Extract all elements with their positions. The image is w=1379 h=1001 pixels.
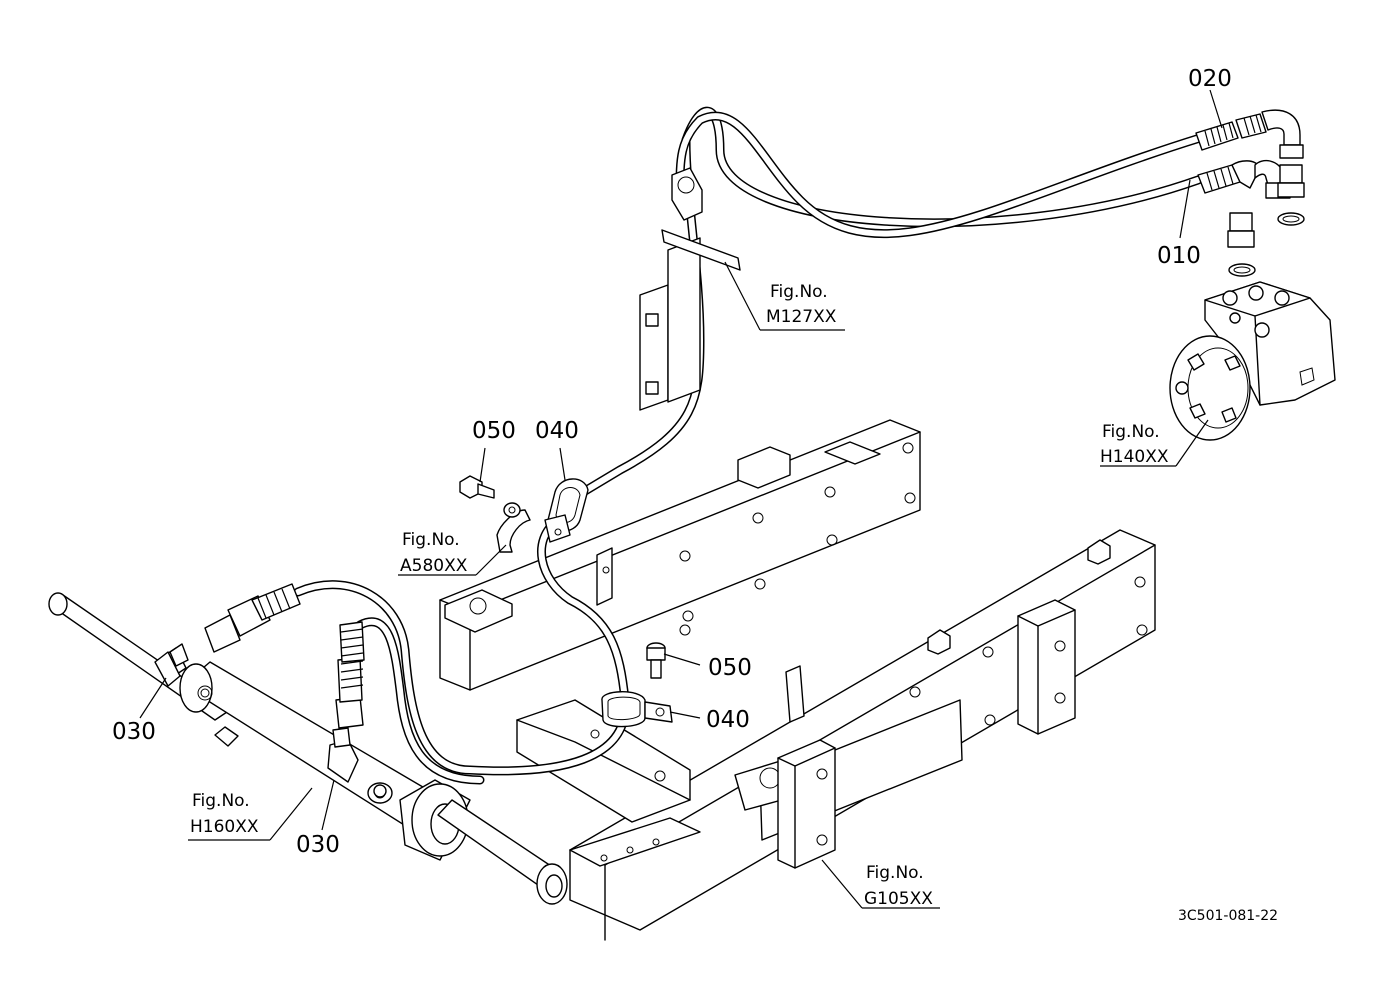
- part-number-050-upper: 050: [472, 418, 516, 444]
- fig-ref-g105-caption: Fig.No.: [866, 863, 924, 883]
- fig-ref-h140-caption: Fig.No.: [1102, 422, 1160, 442]
- elbow-fitting-upper: [154, 643, 189, 687]
- fig-ref-m127-code: M127XX: [766, 307, 837, 327]
- cable-clip-a580: [496, 502, 531, 553]
- fig-ref-h160-caption: Fig.No.: [192, 791, 250, 811]
- hose-020: [675, 111, 1205, 239]
- fig-ref-m127-caption: Fig.No.: [770, 282, 828, 302]
- fig-ref-a580-code: A580XX: [400, 556, 468, 576]
- hose-lower-2: [355, 617, 485, 785]
- spacer-block-right: [1017, 599, 1076, 735]
- part-number-020: 020: [1188, 66, 1232, 92]
- adapter-right: [1277, 164, 1305, 226]
- part-number-050-lower: 050: [708, 655, 752, 681]
- fig-ref-a580-caption: Fig.No.: [402, 530, 460, 550]
- part-number-040-lower: 040: [706, 707, 750, 733]
- fig-ref-h140-code: H140XX: [1100, 447, 1169, 467]
- clamp-040-lower: [601, 691, 673, 728]
- adapter-left: [1227, 212, 1256, 277]
- part-number-030-lower: 030: [296, 832, 340, 858]
- fig-ref-g105-code: G105XX: [864, 889, 933, 909]
- hose-end-lower-left: [335, 621, 365, 729]
- steering-unit: [1169, 281, 1336, 441]
- bracket-tab-center: [596, 547, 613, 606]
- part-number-010: 010: [1157, 243, 1201, 269]
- drawing-code: 3C501-081-22: [1178, 908, 1278, 924]
- part-number-040-upper: 040: [535, 418, 579, 444]
- cross-member: [516, 699, 691, 823]
- part-number-030-upper: 030: [112, 719, 156, 745]
- spacer-block-left: [777, 739, 836, 869]
- hose-end-upper-left: [204, 583, 301, 653]
- bottom-plate: [569, 817, 701, 867]
- hose-lower: [293, 515, 630, 776]
- bolt-050-upper: [459, 475, 495, 499]
- fig-ref-h160-code: H160XX: [190, 817, 259, 837]
- leader-lines: [139, 89, 1223, 909]
- elbow-fitting-lower: [327, 727, 387, 798]
- frame-rail-rear: [439, 419, 921, 691]
- hose-end-lower-010: [1197, 159, 1291, 199]
- hose-end-upper-020: [1195, 109, 1304, 159]
- bracket-m127: [639, 167, 741, 411]
- clamp-040-upper: [544, 478, 589, 543]
- mount-plate-left: [444, 589, 513, 633]
- bolt-050-lower: [646, 642, 666, 679]
